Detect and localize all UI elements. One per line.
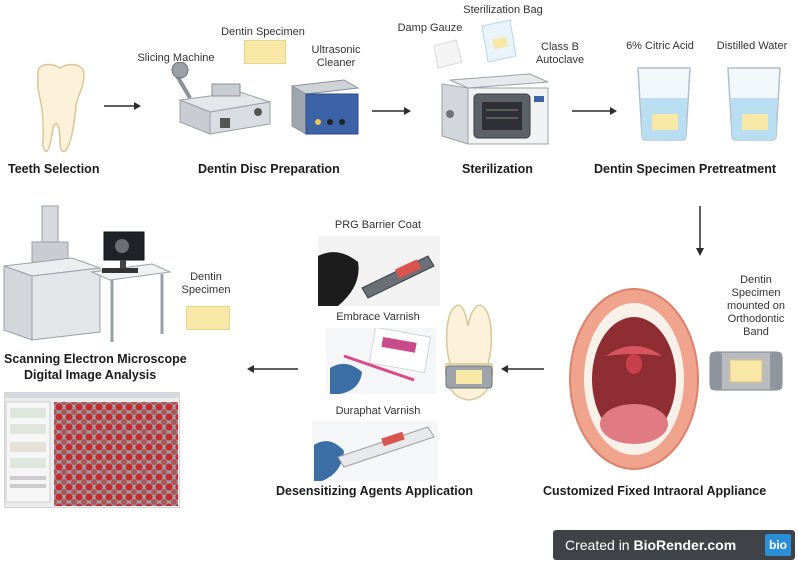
label-ultrasonic-1: Ultrasonic	[311, 44, 361, 56]
tooth-with-band-icon	[444, 304, 494, 401]
step-sem-title-line2: Digital Image Analysis	[24, 368, 157, 382]
sterilization-bag-icon	[481, 19, 517, 63]
damp-gauze-icon	[433, 39, 463, 69]
biorender-logo-icon: bio	[765, 534, 791, 556]
arrow-left-1	[501, 365, 544, 373]
autoclave-icon	[441, 73, 549, 145]
slicing-machine-icon	[171, 62, 271, 135]
embrace-varnish-icon	[326, 328, 436, 394]
step-desensitizing-agents-application: Desensitizing Agents Application	[276, 484, 474, 498]
label-ultrasonic-2: Cleaner	[316, 57, 356, 69]
label-mounted-4: Orthodontic	[727, 313, 785, 325]
arrow-right-3	[572, 107, 617, 115]
label-autoclave-2: Autoclave	[535, 54, 585, 66]
label-distilled-water: Distilled Water	[716, 40, 788, 52]
orthodontic-band-icon	[709, 351, 783, 391]
label-sem-specimen-2: Specimen	[181, 284, 231, 296]
label-prg-barrier-coat: PRG Barrier Coat	[334, 219, 422, 231]
step-sem-title-line1: Scanning Electron Microscope	[4, 352, 187, 366]
label-sterilization-bag: Sterilization Bag	[463, 4, 543, 16]
dentin-specimen-icon	[244, 40, 286, 64]
step-dentin-disc-preparation: Dentin Disc Preparation	[198, 162, 340, 176]
label-duraphat-varnish: Duraphat Varnish	[335, 405, 421, 417]
arrow-left-2	[247, 365, 298, 373]
label-slicing-machine: Slicing Machine	[137, 52, 215, 64]
ultrasonic-cleaner-icon	[290, 79, 360, 135]
label-citric-acid: 6% Citric Acid	[626, 40, 694, 52]
arrow-right-2	[372, 107, 411, 115]
biorender-badge[interactable]: Created in BioRender.com bio	[553, 530, 795, 560]
label-mounted-3: mounted on	[726, 300, 786, 312]
biorender-text: Created in BioRender.com	[565, 537, 737, 553]
step-customized-fixed-intraoral-appliance: Customized Fixed Intraoral Appliance	[543, 484, 767, 498]
arrow-right-1	[104, 102, 141, 110]
label-mounted-1: Dentin	[740, 274, 772, 286]
label-mounted-2: Specimen	[731, 287, 781, 299]
mouth-appliance-icon	[569, 288, 699, 470]
label-embrace-varnish: Embrace Varnish	[336, 311, 420, 323]
duraphat-varnish-icon	[312, 421, 438, 481]
citric-acid-beaker-icon	[637, 67, 691, 141]
prg-barrier-coat-icon	[318, 236, 440, 306]
label-mounted-5: Band	[743, 326, 769, 338]
sem-dentin-specimen-icon	[186, 306, 230, 330]
step-dentin-specimen-pretreatment: Dentin Specimen Pretreatment	[594, 162, 776, 176]
label-dentin-specimen: Dentin Specimen	[221, 26, 305, 38]
arrow-down	[696, 206, 704, 256]
tooth-icon	[37, 63, 85, 153]
distilled-water-beaker-icon	[727, 67, 781, 141]
label-sem-specimen-1: Dentin	[190, 271, 222, 283]
step-sterilization: Sterilization	[462, 162, 533, 176]
step-teeth-selection: Teeth Selection	[8, 162, 100, 176]
label-autoclave-1: Class B	[541, 41, 579, 53]
label-damp-gauze: Damp Gauze	[397, 22, 463, 34]
image-analysis-screenshot	[4, 392, 180, 508]
scanning-electron-microscope-icon	[3, 205, 172, 342]
